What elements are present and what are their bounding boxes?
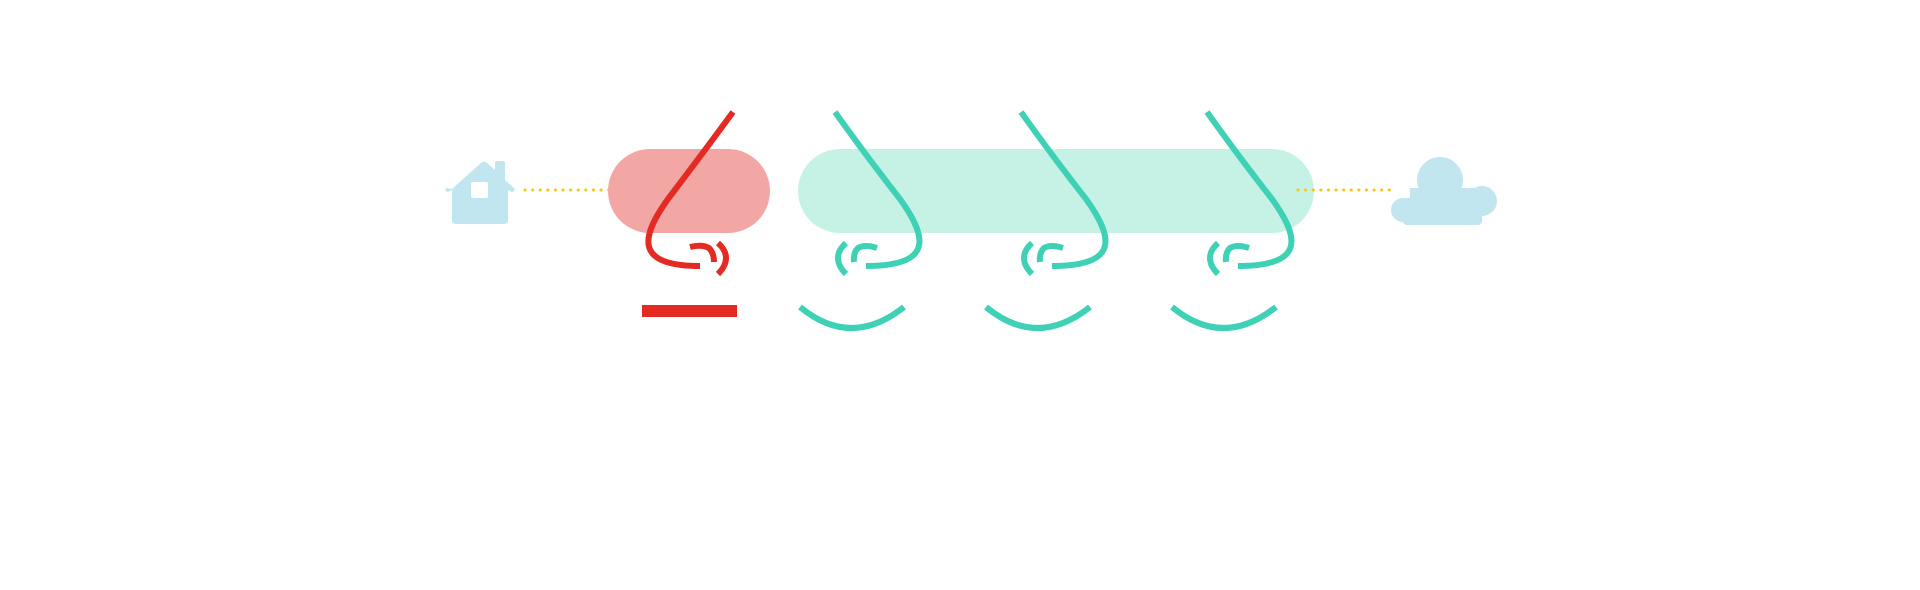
face-good-3-nose [1204, 110, 1295, 269]
good-pill [798, 149, 1314, 233]
face-good-3-mouth [1170, 304, 1278, 331]
face-good-1-eye-right [850, 243, 878, 263]
face-bad [642, 110, 737, 317]
face-bad-nose [645, 110, 736, 269]
face-good-1 [798, 110, 923, 331]
face-good-3 [1170, 110, 1295, 331]
face-good-1-nose [832, 110, 923, 269]
face-good-2-eye-left [1020, 240, 1035, 277]
house-icon [445, 161, 515, 224]
face-good-2 [984, 110, 1109, 331]
face-good-2-mouth [984, 304, 1092, 331]
face-bad-eye-left [689, 242, 717, 263]
face-good-2-eye-right [1036, 243, 1064, 263]
cloud-icon [1391, 157, 1497, 225]
face-good-1-mouth [798, 304, 906, 331]
face-good-3-eye-right [1222, 243, 1250, 263]
bad-pill [608, 149, 770, 233]
face-good-3-eye-left [1206, 240, 1221, 277]
face-good-2-nose [1018, 110, 1109, 269]
face-good-1-eye-left [834, 240, 849, 277]
face-bad-eye-right [715, 240, 730, 277]
